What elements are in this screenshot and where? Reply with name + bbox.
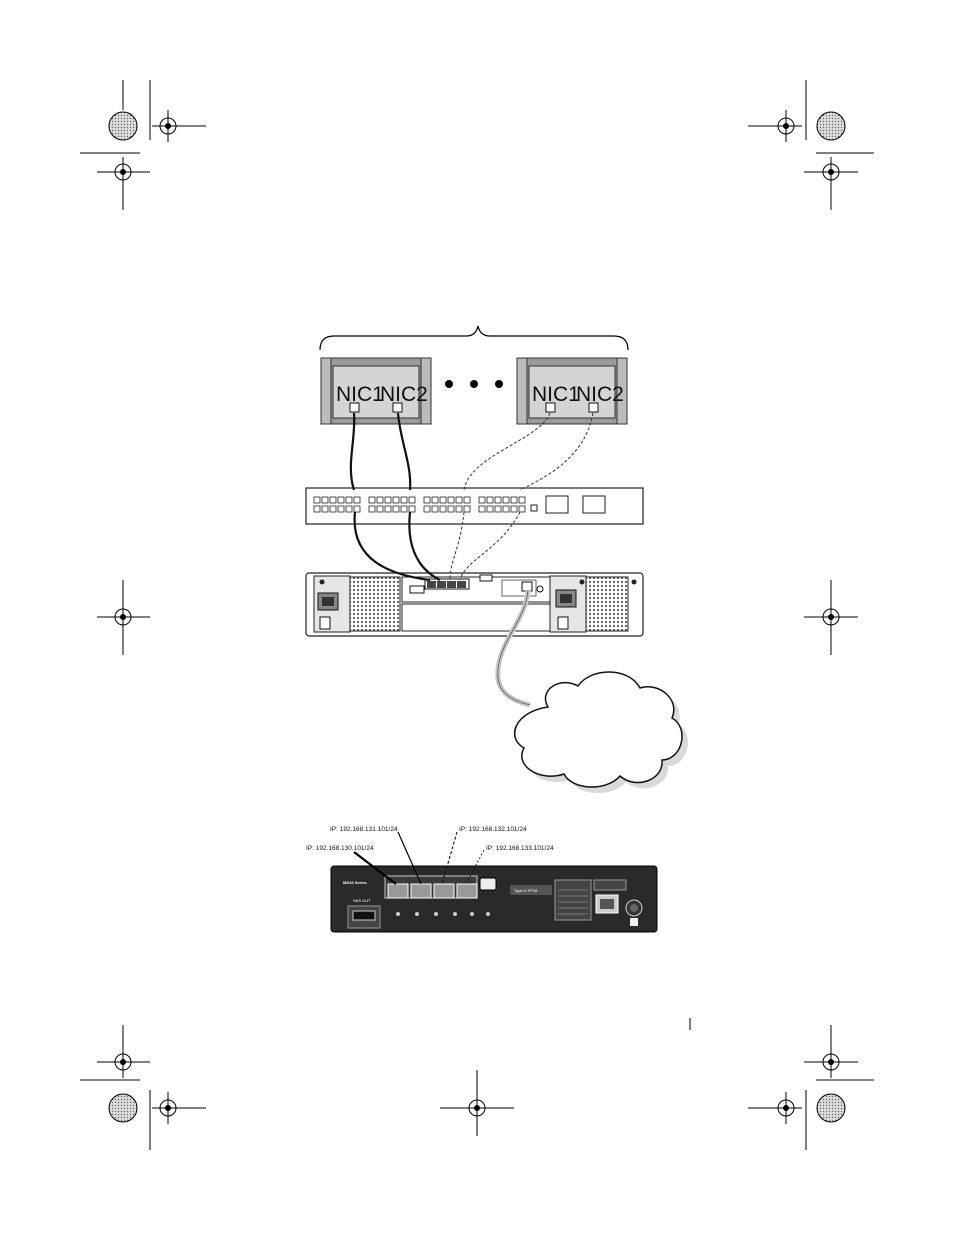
hosts-brace: [319, 325, 629, 351]
switch-port: [518, 496, 526, 504]
switch-port: [447, 505, 455, 513]
switch-port: [494, 496, 502, 504]
switch-port: [321, 496, 329, 504]
switch-port: [439, 496, 447, 504]
switch-port: [392, 505, 400, 513]
controller-detail: MD32 Series SAS OUT Type U FP16: [330, 865, 658, 933]
controller-series-label: MD32 Series: [343, 880, 368, 885]
switch-port: [321, 505, 329, 513]
host2-cables-dashed: [449, 412, 594, 581]
switch-port: [353, 505, 361, 513]
switch-port: [455, 496, 463, 504]
switch-port: [392, 496, 400, 504]
registration-circles: [108, 111, 846, 1123]
switch-port: [368, 496, 376, 504]
host2-nic2-port: [588, 402, 599, 413]
type-label: Type U FP16: [514, 888, 538, 893]
storage-array: [305, 572, 644, 637]
switch-port: [486, 505, 494, 513]
switch-port-grid: [313, 496, 526, 513]
switch-port: [494, 505, 502, 513]
switch-port: [431, 496, 439, 504]
iscsi-port-0: [387, 883, 409, 899]
switch-port: [400, 505, 408, 513]
switch-port: [329, 496, 337, 504]
switch-port: [478, 496, 486, 504]
switch-port: [478, 505, 486, 513]
ip-label-port2: IP: 192.168.132.101/24: [459, 826, 527, 833]
ethernet-switch: [305, 487, 644, 525]
ip-label-port3: IP: 192.168.133.101/24: [486, 845, 554, 852]
switch-port: [345, 505, 353, 513]
switch-port: [447, 496, 455, 504]
host1-nic1-label: NIC1: [336, 383, 384, 406]
switch-port: [518, 505, 526, 513]
switch-port: [455, 505, 463, 513]
switch-port: [502, 496, 510, 504]
more-hosts-ellipsis: [445, 380, 503, 388]
host2-nic1-label: NIC1: [532, 383, 580, 406]
iscsi-port-1: [410, 883, 432, 899]
switch-port: [510, 505, 518, 513]
switch-port: [337, 496, 345, 504]
switch-port: [486, 496, 494, 504]
switch-port: [368, 505, 376, 513]
host-server-1: NIC1 NIC2: [320, 357, 432, 425]
iscsi-port-3: [456, 883, 478, 899]
host-server-2: NIC1 NIC2: [516, 357, 628, 425]
ip-leader-lines: [353, 831, 485, 885]
sas-out-label: SAS OUT: [353, 898, 371, 903]
switch-port: [510, 496, 518, 504]
switch-port: [329, 505, 337, 513]
switch-port: [313, 496, 321, 504]
switch-port: [353, 496, 361, 504]
host1-nic2-port: [392, 402, 403, 413]
host1-nic2-label: NIC2: [380, 383, 428, 406]
switch-port: [423, 505, 431, 513]
host2-nic1-port: [545, 402, 556, 413]
switch-port: [463, 505, 471, 513]
ip-label-port0: IP: 192.168.130.101/24: [306, 845, 374, 852]
host2-nic2-label: NIC2: [576, 383, 624, 406]
host1-nic1-port: [349, 402, 360, 413]
switch-port: [376, 505, 384, 513]
switch-port: [313, 505, 321, 513]
switch-port: [408, 496, 416, 504]
switch-port: [384, 496, 392, 504]
switch-port: [439, 505, 447, 513]
switch-port: [408, 505, 416, 513]
switch-port: [384, 505, 392, 513]
switch-port: [431, 505, 439, 513]
iscsi-port-2: [433, 883, 455, 899]
switch-port: [345, 496, 353, 504]
switch-port: [502, 505, 510, 513]
switch-port: [337, 505, 345, 513]
host1-cables-solid: [349, 412, 441, 582]
ip-label-port1: IP: 192.168.131.101/24: [330, 826, 398, 833]
switch-port: [463, 496, 471, 504]
switch-port: [423, 496, 431, 504]
switch-port: [376, 496, 384, 504]
switch-port: [400, 496, 408, 504]
management-network-cloud: [514, 671, 689, 794]
